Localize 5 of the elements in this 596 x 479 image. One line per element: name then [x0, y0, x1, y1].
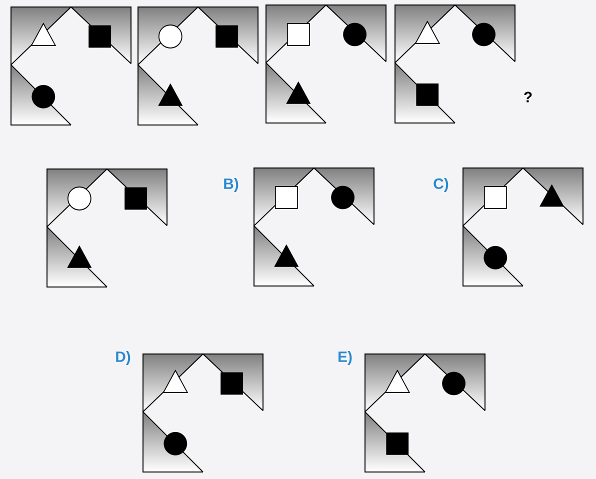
option-label: C): [434, 178, 448, 192]
question-mark: ?: [524, 92, 532, 102]
option-label: D): [116, 351, 130, 365]
option-label: E): [338, 351, 352, 365]
option-label: B): [224, 178, 238, 192]
